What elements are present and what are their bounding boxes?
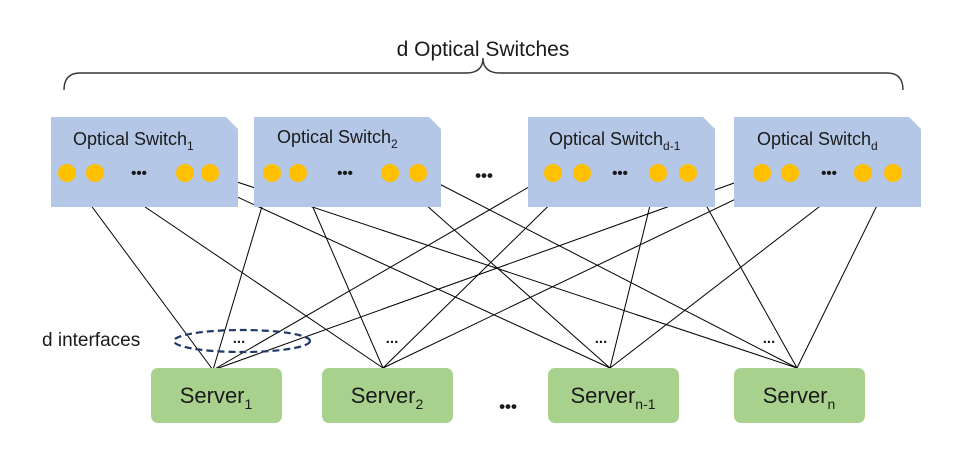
port-icon bbox=[573, 164, 591, 182]
port-ellipsis: ••• bbox=[612, 165, 628, 182]
optical-switch-d: Optical Switchd ••• bbox=[734, 117, 921, 207]
port-icon bbox=[884, 164, 902, 182]
port-icon bbox=[409, 164, 427, 182]
optical-switch-1: Optical Switch1 ••• bbox=[51, 117, 238, 207]
interfaces-ellipse bbox=[172, 328, 312, 354]
switch-box bbox=[254, 117, 441, 207]
optical-switch-d-1: Optical Switchd-1 ••• bbox=[528, 117, 715, 207]
server-label: Servern-1 bbox=[570, 383, 655, 412]
server-box bbox=[734, 368, 865, 423]
port-icon bbox=[544, 164, 562, 182]
server-label: Servern bbox=[763, 383, 836, 412]
interfaces-label: d interfaces bbox=[42, 330, 140, 351]
port-icon bbox=[86, 164, 104, 182]
port-icon bbox=[753, 164, 771, 182]
server-box bbox=[322, 368, 453, 423]
switch-label: Optical Switch1 bbox=[73, 129, 194, 153]
port-ellipsis: ••• bbox=[131, 165, 147, 182]
switch-label: Optical Switchd bbox=[757, 129, 878, 153]
server-2: Server2 bbox=[322, 368, 453, 423]
interface-ellipsis: ... bbox=[386, 330, 399, 347]
port-icon bbox=[679, 164, 697, 182]
server-box bbox=[151, 368, 282, 423]
server-label: Server1 bbox=[180, 383, 253, 412]
port-icon bbox=[781, 164, 799, 182]
port-icon bbox=[289, 164, 307, 182]
port-icon bbox=[58, 164, 76, 182]
server-1: Server1 bbox=[151, 368, 282, 423]
optical-switch-2: Optical Switch2 ••• bbox=[254, 117, 441, 207]
server-label: Server2 bbox=[351, 383, 424, 412]
server-box bbox=[548, 368, 679, 423]
server-n-1: Servern-1 bbox=[548, 368, 679, 423]
server-n: Servern bbox=[734, 368, 865, 423]
port-ellipsis: ••• bbox=[821, 165, 837, 182]
port-icon bbox=[263, 164, 281, 182]
top-brace bbox=[63, 57, 904, 91]
switch-box bbox=[528, 117, 715, 207]
port-icon bbox=[176, 164, 194, 182]
switch-box bbox=[734, 117, 921, 207]
switch-label: Optical Switch2 bbox=[277, 127, 398, 151]
port-icon bbox=[854, 164, 872, 182]
interface-ellipsis: ... bbox=[233, 330, 246, 347]
port-icon bbox=[381, 164, 399, 182]
port-ellipsis: ••• bbox=[337, 165, 353, 182]
interface-ellipsis: ... bbox=[763, 330, 776, 347]
title: d Optical Switches bbox=[397, 38, 570, 61]
port-icon bbox=[649, 164, 667, 182]
interface-ellipsis: ... bbox=[595, 330, 608, 347]
switch-label: Optical Switchd-1 bbox=[549, 129, 681, 153]
port-icon bbox=[201, 164, 219, 182]
switch-box bbox=[51, 117, 238, 207]
server-ellipsis: ••• bbox=[499, 397, 517, 416]
switch-ellipsis: ••• bbox=[475, 166, 493, 185]
